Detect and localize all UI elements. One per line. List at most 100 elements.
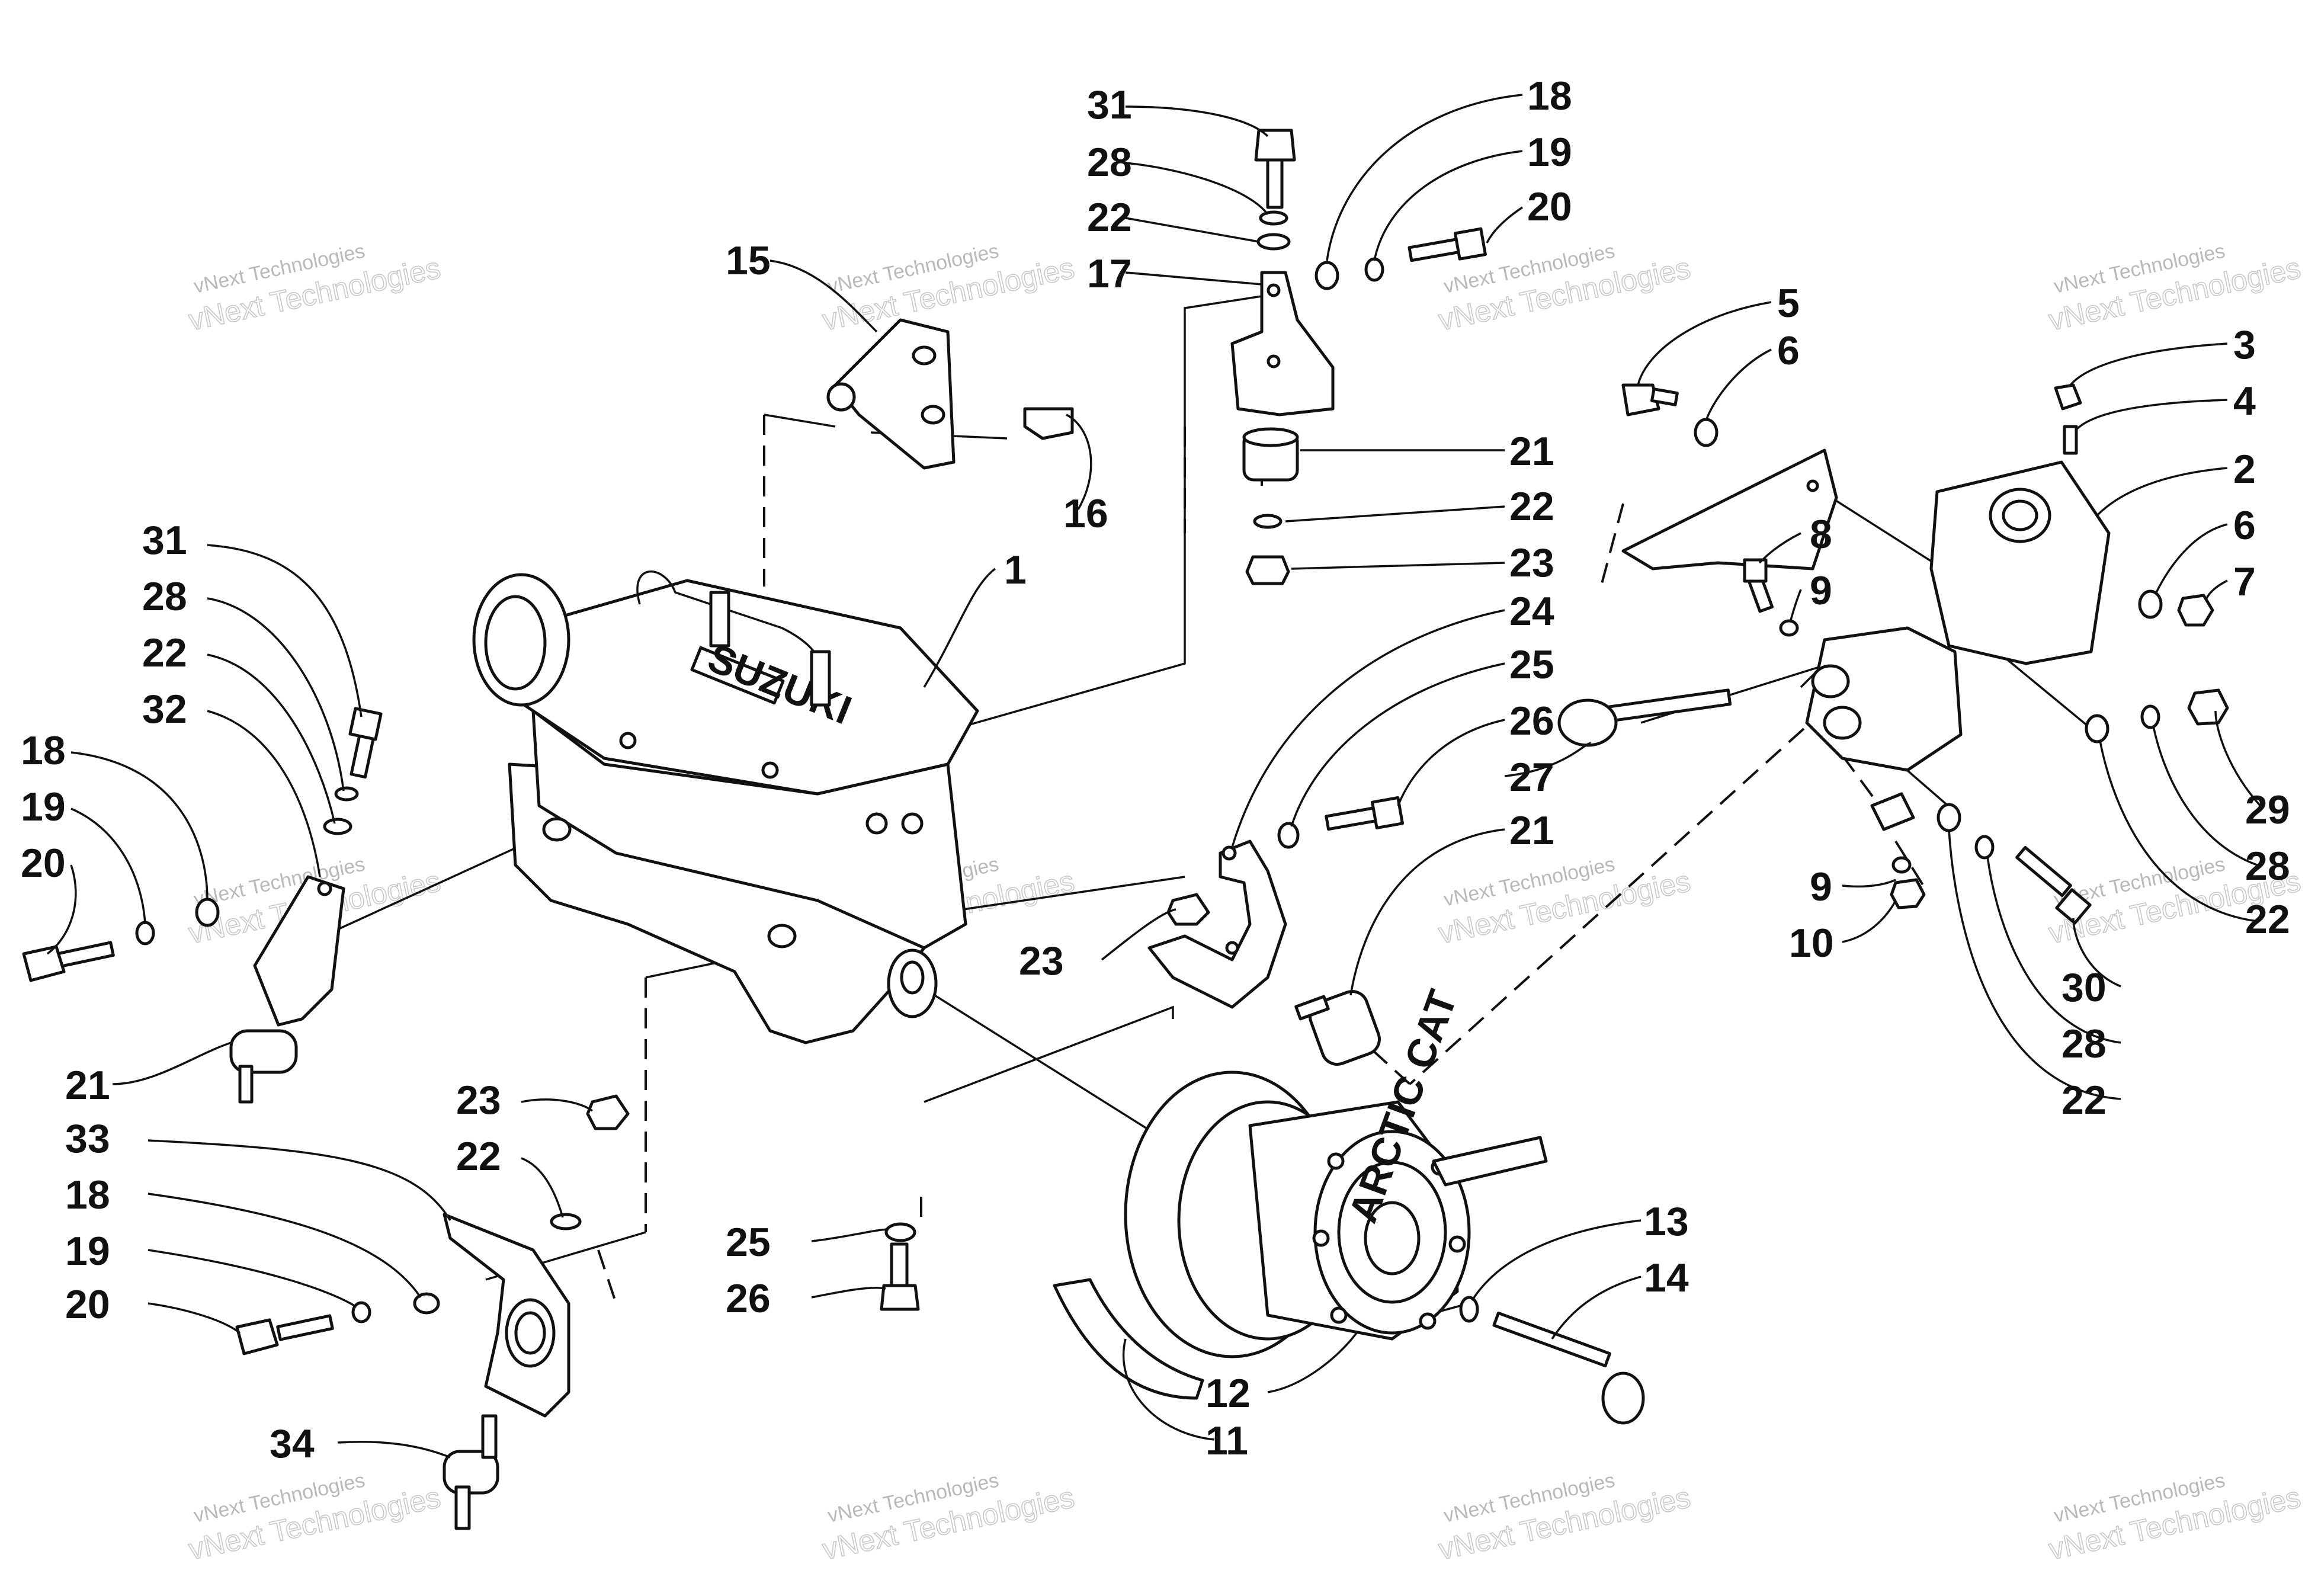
washer-left-flat bbox=[195, 898, 220, 927]
pivot-block-hole bbox=[1811, 664, 1850, 698]
leader-line bbox=[1842, 900, 1897, 943]
drive-belt bbox=[1432, 1136, 1548, 1187]
assembly-line bbox=[1598, 503, 1624, 593]
callout-number: 26 bbox=[1509, 698, 1554, 743]
bracket-mid-hole bbox=[1225, 941, 1239, 955]
leader-line bbox=[1122, 1338, 1215, 1441]
clutch-hub bbox=[1364, 1201, 1421, 1275]
assembly-line bbox=[1894, 840, 1926, 890]
washer-left bbox=[334, 786, 359, 802]
leader-line bbox=[1986, 855, 2121, 1044]
leader-line bbox=[1231, 609, 1505, 848]
alignment-line bbox=[924, 1005, 1174, 1103]
callout-number: 22 bbox=[1087, 195, 1132, 240]
mount-bracket-hole bbox=[1267, 354, 1281, 368]
leader-line bbox=[1125, 271, 1262, 286]
leader-line bbox=[1705, 348, 1772, 421]
engine-bolt bbox=[865, 812, 888, 835]
washer-bottom-right bbox=[1937, 803, 1961, 832]
callout-number: 9 bbox=[1810, 864, 1832, 909]
assembly-line bbox=[1409, 728, 1805, 1085]
right-bracket-hole-inner bbox=[2002, 499, 2038, 531]
rubber-mount-mid-stud bbox=[1294, 995, 1330, 1021]
watermark: vNext Technologies vNext Technologies bbox=[185, 239, 444, 337]
leader-line bbox=[811, 1286, 886, 1299]
callout-number: 8 bbox=[1810, 512, 1832, 557]
retaining-clip bbox=[1023, 407, 1074, 440]
leader-line bbox=[1397, 719, 1505, 806]
callout-number: 7 bbox=[2233, 559, 2256, 604]
clutch-cover-bolt bbox=[1312, 1229, 1330, 1247]
top-bracket-hole bbox=[912, 345, 937, 366]
callout-number: 14 bbox=[1644, 1255, 1689, 1300]
engine-brand-plate bbox=[690, 646, 785, 705]
leader-lines bbox=[46, 94, 2264, 1459]
leader-line bbox=[1948, 829, 2121, 1100]
lockwasher-bottom-right bbox=[1974, 835, 1995, 860]
bracket-lower-hole-inner bbox=[514, 1311, 546, 1355]
washer-far-right bbox=[2085, 714, 2109, 743]
engine-cylinder-block bbox=[531, 709, 967, 950]
grease-fitting bbox=[2063, 425, 2078, 455]
bolt-mid-head bbox=[1371, 796, 1404, 829]
bolt-lower-shank bbox=[276, 1314, 334, 1341]
leader-line bbox=[1504, 742, 1592, 777]
washer-upper bbox=[1259, 210, 1288, 226]
callout-number: 21 bbox=[1509, 429, 1554, 474]
bolt-upper-shank bbox=[1266, 158, 1284, 209]
bracket-left bbox=[253, 875, 345, 1027]
callout-number: 2 bbox=[2233, 447, 2256, 492]
engine-assembly: SUZUKI bbox=[472, 571, 979, 1044]
leader-line bbox=[1267, 1332, 1358, 1393]
leader-line bbox=[2099, 740, 2258, 922]
engine-mount-hole bbox=[542, 817, 572, 842]
clutch-cover-bolt bbox=[1327, 1152, 1345, 1170]
alignment-line bbox=[764, 414, 836, 428]
leader-line bbox=[1291, 562, 1505, 570]
watermark: vNext Technologies vNext Technologies bbox=[185, 1469, 444, 1566]
callout-number: 10 bbox=[1789, 921, 1834, 966]
callout-number: 12 bbox=[1206, 1371, 1251, 1416]
rubber-mount-left-stud bbox=[238, 1065, 254, 1104]
washer-lower-mid bbox=[884, 1222, 916, 1242]
callout-number: 16 bbox=[1063, 491, 1108, 536]
washer-small-bottom bbox=[1891, 856, 1912, 874]
callout-number: 28 bbox=[1087, 140, 1132, 185]
engine-spark-plug bbox=[810, 650, 831, 707]
watermark: vNext Technologies vNext Technologies bbox=[819, 239, 1078, 337]
leader-line bbox=[207, 597, 345, 791]
rubber-mount-lower-stud bbox=[454, 1485, 471, 1530]
lockwasher-lower bbox=[351, 1301, 371, 1323]
leader-line bbox=[46, 864, 77, 955]
leader-line bbox=[2072, 918, 2121, 988]
callout-number: 21 bbox=[65, 1063, 110, 1108]
clutch-bolt-head bbox=[1601, 1371, 1645, 1425]
callout-number: 25 bbox=[726, 1220, 771, 1265]
leader-line bbox=[70, 807, 146, 925]
washer-lower bbox=[550, 1213, 582, 1230]
callout-number: 9 bbox=[1810, 568, 1832, 613]
watermark: vNext Technologies vNext Technologies bbox=[1435, 1469, 1694, 1566]
callout-number: 11 bbox=[1206, 1418, 1248, 1463]
rubber-mount-lower-stud bbox=[481, 1414, 498, 1459]
leader-line bbox=[923, 568, 996, 688]
callout-number: 18 bbox=[21, 728, 66, 773]
callout-number: 19 bbox=[65, 1229, 110, 1274]
callout-number: 15 bbox=[726, 238, 771, 283]
leader-line bbox=[1125, 105, 1269, 137]
bolt-top-right-head bbox=[1621, 383, 1660, 416]
leader-line bbox=[1101, 908, 1176, 961]
callout-number: 5 bbox=[1777, 281, 1800, 326]
callout-number: 30 bbox=[2061, 965, 2107, 1010]
leader-line bbox=[148, 1193, 422, 1298]
callout-number: 3 bbox=[2233, 322, 2256, 367]
nut-right bbox=[2177, 594, 2214, 627]
nut-lower bbox=[586, 1094, 630, 1130]
watermark: vNext Technologies vNext Technologies bbox=[2046, 1469, 2304, 1566]
bolt-horizontal-shank bbox=[57, 941, 115, 968]
callout-number: 21 bbox=[1509, 808, 1554, 853]
callout-number: 20 bbox=[65, 1282, 110, 1327]
leader-line bbox=[2155, 523, 2228, 593]
bolt-upper-head bbox=[1254, 129, 1296, 162]
